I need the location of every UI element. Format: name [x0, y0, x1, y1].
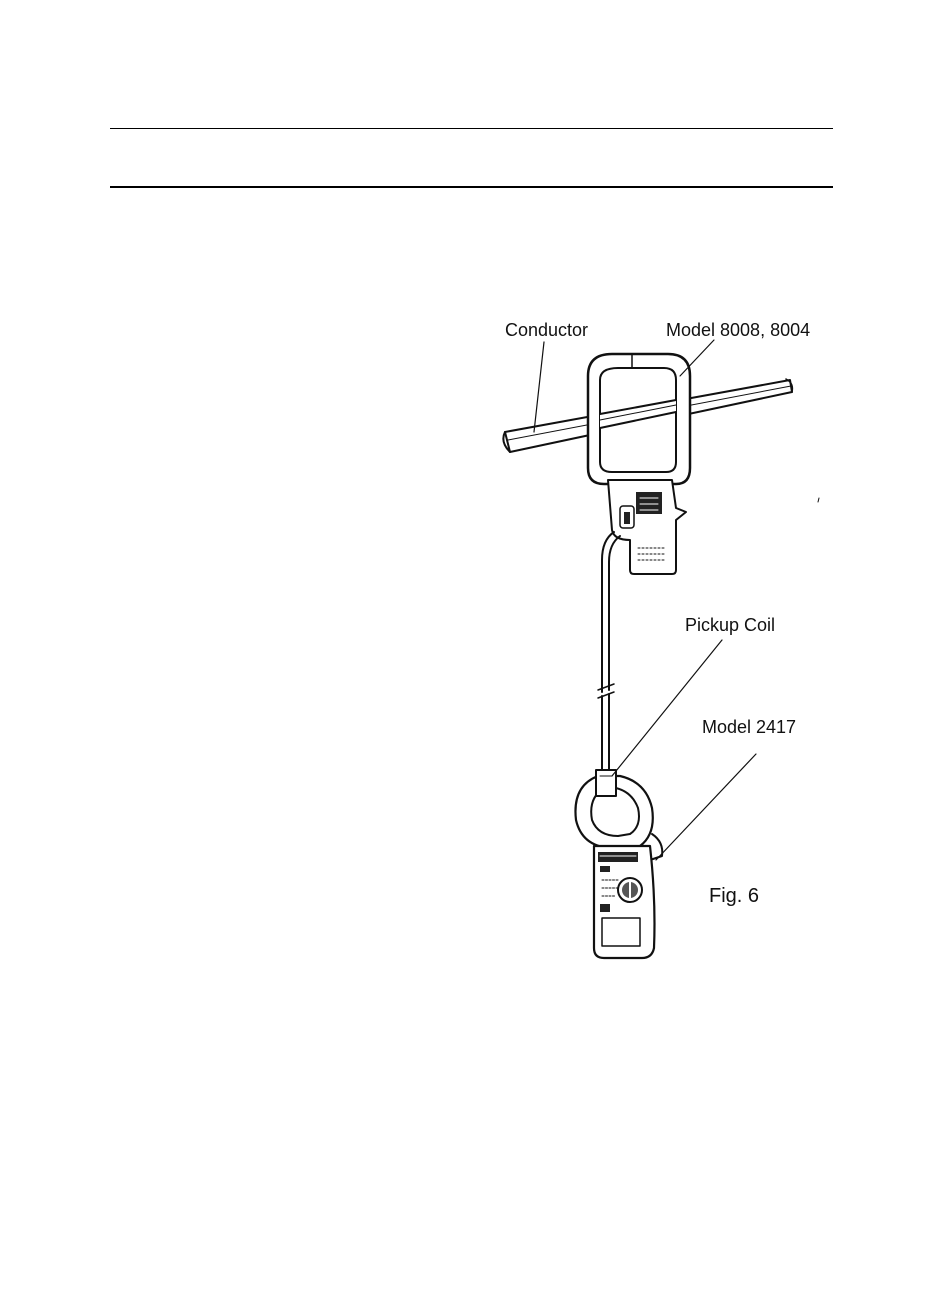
model-meter-label: Model 2417 — [702, 717, 796, 737]
pickup-coil-label: Pickup Coil — [685, 615, 775, 635]
pickup-coil-leader-line — [612, 640, 722, 776]
model-meter-leader-line — [656, 754, 756, 860]
model-clamp-leader-line — [680, 340, 714, 376]
conductor-label: Conductor — [505, 320, 588, 340]
clamp-loop — [588, 354, 690, 484]
model-clamp-label: Model 8008, 8004 — [666, 320, 810, 340]
clamp-meter-body — [575, 770, 662, 958]
stray-mark — [818, 498, 819, 502]
conductor-leader-line — [534, 342, 544, 432]
figure-caption: Fig. 6 — [709, 886, 759, 906]
clamp-sensor-body — [608, 480, 686, 574]
lead-wire — [598, 532, 620, 778]
